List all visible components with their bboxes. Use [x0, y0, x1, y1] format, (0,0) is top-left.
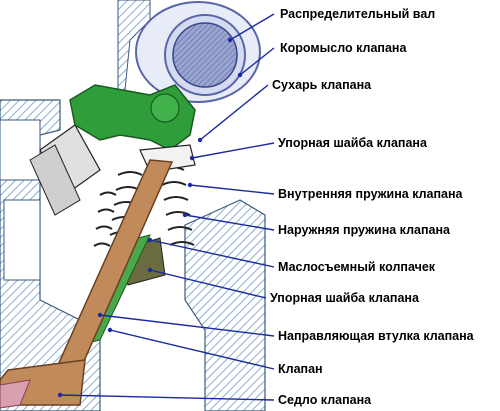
- leader-line: [189, 184, 275, 195]
- label-rocker: Коромысло клапана: [280, 41, 407, 55]
- leader-dot: [147, 237, 153, 243]
- leader-dot: [147, 267, 153, 273]
- leader-dot: [189, 155, 195, 161]
- labels: Распределительный вал Коромысло клапана …: [270, 7, 475, 407]
- leader-line: [239, 47, 275, 76]
- leader-line: [191, 142, 275, 159]
- leader-line: [149, 269, 267, 299]
- label-outer-spring: Наружняя пружина клапана: [278, 223, 451, 237]
- label-keeper: Сухарь клапана: [272, 78, 372, 92]
- leader-dot: [97, 312, 103, 318]
- leader-dot: [197, 137, 203, 143]
- leader-line: [199, 84, 269, 141]
- rocker-arm: [69, 84, 196, 151]
- label-valve: Клапан: [278, 362, 323, 376]
- leader-line: [184, 214, 275, 231]
- leader-line: [109, 329, 275, 370]
- leader-dot: [57, 392, 63, 398]
- label-inner-spring: Внутренняя пружина клапана: [278, 187, 464, 201]
- leader-dot: [187, 182, 193, 188]
- leader-dot: [227, 37, 233, 43]
- camshaft: [135, 1, 261, 103]
- leader-dot: [182, 212, 188, 218]
- label-guide: Направляющая втулка клапана: [278, 329, 475, 343]
- label-upper-washer: Упорная шайба клапана: [278, 136, 428, 150]
- label-lower-washer: Упорная шайба клапана: [270, 291, 420, 305]
- label-oil-seal: Маслосъемный колпачек: [278, 260, 436, 274]
- leader-lines: [57, 13, 275, 401]
- leader-dot: [107, 327, 113, 333]
- label-seat: Седло клапана: [278, 393, 372, 407]
- leader-line: [59, 394, 275, 401]
- leader-line: [149, 239, 275, 268]
- leader-line: [99, 314, 275, 337]
- leader-line: [229, 13, 275, 41]
- valve-seat: [0, 379, 31, 409]
- adjuster-screw: [29, 124, 101, 216]
- label-camshaft: Распределительный вал: [280, 7, 435, 21]
- leader-dot: [237, 72, 243, 78]
